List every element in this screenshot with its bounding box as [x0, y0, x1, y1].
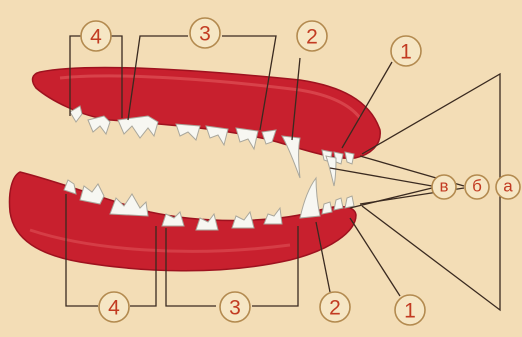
label-upper-canine-text: 2	[306, 26, 318, 49]
label-row-v: в	[432, 175, 456, 199]
upper-premolar	[206, 126, 228, 145]
lower-premolar	[264, 208, 282, 224]
lower-incisor	[322, 202, 332, 214]
label-upper-incisors: 1	[391, 36, 421, 66]
upper-premolar	[176, 124, 200, 140]
label-upper-canine: 2	[297, 21, 327, 51]
label-lower-incisors-text: 1	[404, 300, 416, 323]
upper-molar	[118, 116, 158, 138]
label-lower-canine: 2	[320, 292, 350, 322]
label-lower-molars-text: 4	[108, 297, 120, 320]
label-upper-premolars: 3	[190, 18, 220, 48]
label-lower-premolars: 3	[220, 292, 250, 322]
lower-jaw	[9, 172, 356, 271]
lower-premolar	[232, 212, 254, 228]
lower-canine	[300, 178, 320, 218]
lower-molar	[80, 184, 104, 204]
label-upper-premolars-text: 3	[199, 23, 211, 46]
upper-molar	[88, 116, 110, 134]
label-lower-canine-text: 2	[329, 297, 341, 320]
label-row-b-text: б	[472, 177, 482, 196]
label-upper-incisors-text: 1	[400, 41, 412, 64]
label-upper-molars-text: 4	[90, 26, 102, 49]
lower-incisor	[345, 196, 354, 208]
label-row-a-text: а	[503, 177, 513, 196]
upper-premolar	[236, 128, 258, 149]
upper-premolar	[262, 130, 276, 144]
label-lower-premolars-text: 3	[229, 297, 241, 320]
label-row-v-text: в	[439, 177, 448, 196]
upper-jaw	[33, 67, 381, 186]
upper-incisor	[326, 156, 336, 186]
label-row-a: а	[496, 175, 520, 199]
label-upper-molars: 4	[81, 21, 111, 51]
lower-premolar	[196, 214, 218, 230]
label-lower-molars: 4	[99, 292, 129, 322]
label-row-b: б	[465, 175, 489, 199]
lower-premolar	[162, 212, 184, 226]
leader-row-v	[330, 168, 432, 208]
lower-incisor	[334, 198, 343, 210]
lower-molar	[110, 194, 148, 216]
upper-incisor	[345, 152, 354, 164]
label-lower-incisors: 1	[395, 295, 425, 325]
